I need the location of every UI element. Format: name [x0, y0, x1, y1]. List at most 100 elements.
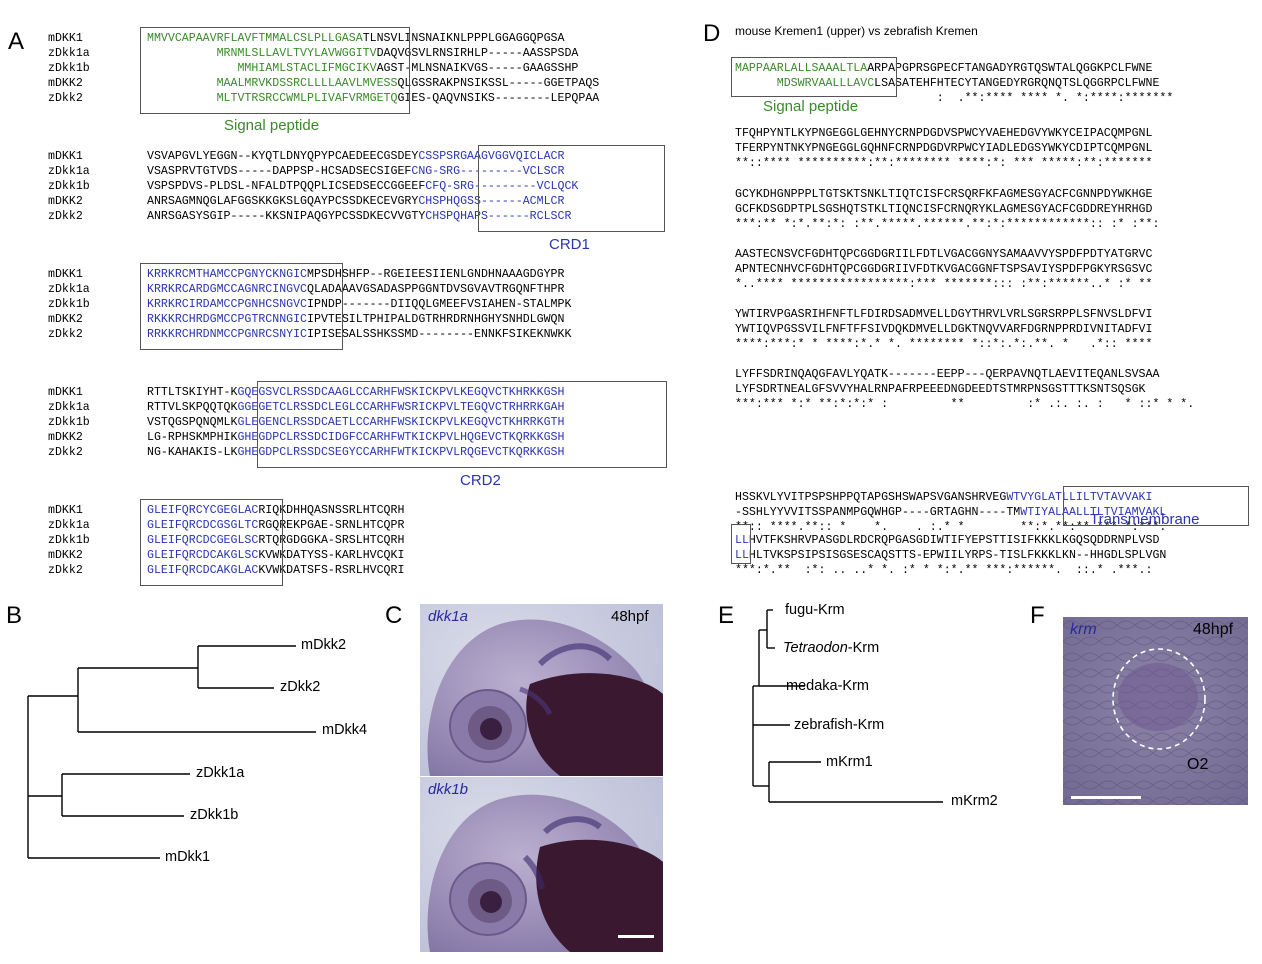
crd1-continued-box — [140, 263, 343, 350]
tree-leaf-medaka-krm: medaka-Krm — [786, 678, 869, 694]
sequence-name: zDkk1a — [48, 283, 90, 296]
sequence-rows: MMVVCAPAAVRFLAVFTMMALCSLPLLGASATLNSVLINS… — [147, 31, 599, 106]
sequence-name: mDKK1 — [48, 504, 83, 517]
sequence-segment: VSVAPGVLYEGGN--KYQTLDNYQPYPCAEDEECGSDEY — [147, 150, 419, 163]
conservation-row: **::**** **********:**:******** ****:*: … — [735, 156, 1152, 171]
sequence-name: zDkk2 — [48, 328, 83, 341]
sequence-row: MMHIAMLSTACLIFMGCIKVAGST-MLNSNAIKVGS----… — [147, 61, 599, 76]
sequence-segment: MLTVTRSRCCWMLPLIVAFVRMGETQ — [147, 92, 398, 105]
sequence-segment: GLEIFQRCDCGEGLSC — [147, 534, 259, 547]
crd2-continued-box — [140, 499, 283, 586]
sequence-row: HSSKVLYVITPSPSHPPQTAPGSHSWAPSVGANSHRVEGW… — [735, 490, 1166, 505]
panel-e-tree — [752, 609, 943, 803]
sequence-name: zDkk2 — [48, 446, 83, 459]
tetraodon-suffix: -Krm — [847, 640, 880, 656]
sequence-segment: KVWKDATSFS-RSRLHVCQRI — [258, 564, 405, 577]
tree-leaf-zdkk2: zDkk2 — [280, 679, 321, 695]
sequence-segment: GLEIFQRCDCAKGLSC — [147, 549, 259, 562]
sequence-segment: RTQRGDGGKA-SRSLHTCQRH — [258, 534, 405, 547]
sequence-segment: AASTECNSVCFGDHTQPCGGDGRIILFDTLVGACGGNYSA… — [735, 248, 1153, 261]
sequence-name: zDkk1b — [48, 416, 90, 429]
sequence-segment: LYFFSDRINQAQGFAVLYQATK-------EEPP---QERP… — [735, 368, 1160, 381]
sequence-name: mDKK1 — [48, 268, 83, 281]
sequence-row: GLEIFQRCYCGEGLACRIQKDHHQASNSSRLHTCQRH — [147, 503, 404, 518]
dkk1b-embryo-image — [420, 777, 663, 952]
crd1-box — [478, 145, 665, 232]
sequence-segment: ***:** *:*.**:*: :**.*****.******.**:*:*… — [735, 218, 1160, 231]
sequence-segment: HVTFKSHRVPASGDLRDCRQPGASGDIWTIFYEPSTTISI… — [748, 534, 1160, 547]
sequence-row: ANRSGASYSGIP-----KKSNIPAQGYPCSSDKECVVGTY… — [147, 209, 578, 224]
sequence-row: AASTECNSVCFGDHTQPCGGDGRIILFDTLVGACGGNYSA… — [735, 247, 1152, 262]
sequence-segment: CSSPSRGAAGVGGVQICLACR — [418, 150, 565, 163]
sequence-name: mDKK1 — [48, 32, 83, 45]
sequence-segment: MPSDHSHFP--RGEIEESIIENLGNDHNAAAGDGYPR — [307, 268, 565, 281]
sequence-segment: **::**** **********:**:******** ****:*: … — [735, 157, 1153, 170]
sequence-name: mDKK2 — [48, 313, 83, 326]
sequence-row: GLEIFQRCDCGEGLSCRTQRGDGGKA-SRSLHTCQRH — [147, 533, 404, 548]
sequence-segment: LSASATEHFHTECYTANGEDYRGRQNQTSLQGGRPCLFWN… — [874, 77, 1160, 90]
sequence-segment: -SSHLYYVVITSSPANMPGQWHGP----GRTAGHN----T… — [735, 506, 1021, 519]
sequence-segment: ***:*** *:* **:*:*:* : ** :* .:. :. : * … — [735, 398, 1195, 411]
sequence-row: RTTLTSKIYHT-KGQEGSVCLRSSDCAAGLCCARHFWSKI… — [147, 385, 564, 400]
kremen-alignment-block: TFQHPYNTLKYPNGEGGLGEHNYCRNPDGDVSPWCYVAEH… — [735, 126, 1152, 171]
sequence-rows: GLEIFQRCYCGEGLACRIQKDHHQASNSSRLHTCQRH GLE… — [147, 503, 404, 578]
panel-d-title: mouse Kremen1 (upper) vs zebrafish Kreme… — [735, 24, 978, 38]
tree-leaf-zdkk1a: zDkk1a — [196, 765, 245, 781]
sequence-row: GLEIFQRCDCAKGLSCKVWKDATYSS-KARLHVCQKI — [147, 548, 404, 563]
sequence-segment: TLNSVLINSNAIKNLPPPLGGAGGQPGSA — [362, 32, 565, 45]
dkk1a-stage-label: 48hpf — [611, 608, 649, 625]
sequence-name: zDkk1a — [48, 519, 90, 532]
sequence-segment: GCFKDSGDPTPLSGSHQTSTKLTIQNCISFCRNQRYKLAG… — [735, 203, 1153, 216]
conservation-row: **:: ****.**:: * *. . :.* * **:*.**:** *… — [735, 520, 1166, 535]
sequence-segment: MDSWRVAALLLAVC — [735, 77, 875, 90]
sequence-row: LG-RPHSKMPHIKGHEGDPCLRSSDCIDGFCCARHFWTKI… — [147, 430, 564, 445]
sequence-name: zDkk1b — [48, 534, 90, 547]
sequence-row: GCYKDHGNPPPLTGTSKTSNKLTIQTCISFCRSQRFKFAG… — [735, 187, 1159, 202]
sequence-name: mDKK1 — [48, 386, 83, 399]
sequence-segment: ****:***:* * ****:*.* *. ******** *::*:.… — [735, 338, 1153, 351]
sequence-segment: VSPSPDVS-PLDSL-NFALDTPQQPLICSEDSECCGGEEF — [147, 180, 426, 193]
transmembrane-box — [1063, 486, 1249, 526]
sequence-segment: HSSKVLYVITPSPSHPPQTAPGSHSWAPSVGANSHRVEG — [735, 491, 1007, 504]
krm-stage-label: 48hpf — [1193, 621, 1234, 638]
kremen-alignment-block: AASTECNSVCFGDHTQPCGGDGRIILFDTLVGACGGNYSA… — [735, 247, 1152, 292]
sequence-row: VSVAPGVLYEGGN--KYQTLDNYQPYPCAEDEECGSDEYC… — [147, 149, 578, 164]
sequence-row: MRNMLSLLAVLTVYLAVWGGITVDAQVGSVLRNSIRHLP-… — [147, 46, 599, 61]
tree-leaf-mdkk2: mDkk2 — [301, 637, 347, 653]
sequence-segment: VSTQGSPQNQMLK — [147, 416, 238, 429]
sequence-row: YWTIQVPGSSVILFNFTFFSIVDQKDMVELLDGKTNQVVA… — [735, 322, 1152, 337]
sequence-segment: ANRSGASYSGIP-----KKSNIPAQGYPCSSDKECVVGTY — [147, 210, 426, 223]
sequence-name: mDKK2 — [48, 549, 83, 562]
sequence-segment: WTVYGLATLLILTVTAVVAKI — [1006, 491, 1153, 504]
tree-leaf-mdkk1: mDkk1 — [165, 849, 211, 865]
transmembrane-continued-box — [731, 524, 751, 564]
sequence-row: -SSHLYYVVITSSPANMPGQWHGP----GRTAGHN----T… — [735, 505, 1166, 520]
sequence-segment: ***:*.** :*: .. ..* *. :* * *:*.** ***:*… — [735, 564, 1153, 577]
sequence-segment: NG-KAHAKIS-LK — [147, 446, 238, 459]
sequence-name: zDkk2 — [48, 564, 83, 577]
sequence-segment: KRRKRCMTHAMCCPGNYCKNGIC — [147, 268, 308, 281]
sequence-segment: GLEIFQRCDCAKGLAC — [147, 564, 259, 577]
sequence-segment: RTTLTSKIYHT-K — [147, 386, 238, 399]
dkk1a-label: dkk1a — [428, 608, 469, 625]
sequence-segment: MMHIAMLSTACLIFMGCIKV — [147, 62, 377, 75]
sequence-segment: GIES-QAQVNSIKS--------LEPQPAA — [397, 92, 600, 105]
sequence-name: zDkk1a — [48, 165, 90, 178]
sequence-segment: *..**** *****************:*** *******:::… — [735, 278, 1153, 291]
sequence-segment: RIQKDHHQASNSSRLHTCQRH — [258, 504, 405, 517]
sequence-row: MLTVTRSRCCWMLPLIVAFVRMGETQGIES-QAQVNSIKS… — [147, 91, 600, 106]
sequence-segment: DAQVGSVLRNSIRHLP-----AASSPSDA — [376, 47, 579, 60]
sequence-segment: GQEGSVCLRSSDCAAGLCCARHFWSKICKPVLKEGQVCTK… — [237, 386, 565, 399]
sequence-row: YWTIRVPGASRIHFNFTLFDIRDSADMVELLDGYTHRVLV… — [735, 307, 1152, 322]
sequence-segment: IPISESALSSHKSSMD--------ENNKFSIKEKNWKK — [307, 328, 572, 341]
dkk1b-label: dkk1b — [428, 781, 469, 798]
sequence-name: zDkk1b — [48, 180, 90, 193]
sequence-name: zDkk2 — [48, 210, 83, 223]
sequence-segment: GLEGENCLRSSDCAETLCCARHFWSKICKPVLKEGQVCTK… — [237, 416, 565, 429]
conservation-row: ***:** *:*.**:*: :**.*****.******.**:*:*… — [735, 217, 1159, 232]
sequence-row: MAALMRVKDSSRCLLLLAAVLMVESSQLGSSRAKPNSIKS… — [147, 76, 600, 91]
conservation-row: : .**:**** **** *. *:****:******* — [735, 91, 1174, 106]
